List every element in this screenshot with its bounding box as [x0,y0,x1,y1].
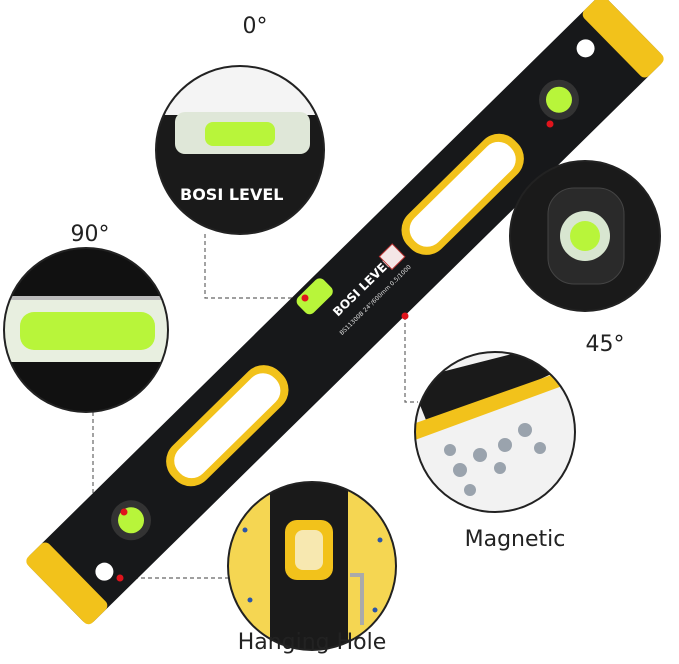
label-magnetic: Magnetic [464,527,566,552]
zoom-brand-text: BOSI LEVEL [180,185,283,204]
callout-hanging-hole [227,481,397,651]
callout-zero-degree: BOSI LEVEL [155,65,325,235]
callout-magnetic [414,351,576,513]
spirit-level: BOSI LEVEL BS11300B 24"/600mm 0.5/1000 [26,0,664,625]
callout-45-degree [509,160,661,312]
callout-ninety-degree [3,247,169,413]
red-markers [116,120,554,582]
label-hanging-hole: Hanging Hole [237,630,387,655]
label-zero-degree: 0° [242,14,268,39]
label-45-degree: 45° [585,332,625,357]
label-ninety-degree: 90° [70,222,110,247]
